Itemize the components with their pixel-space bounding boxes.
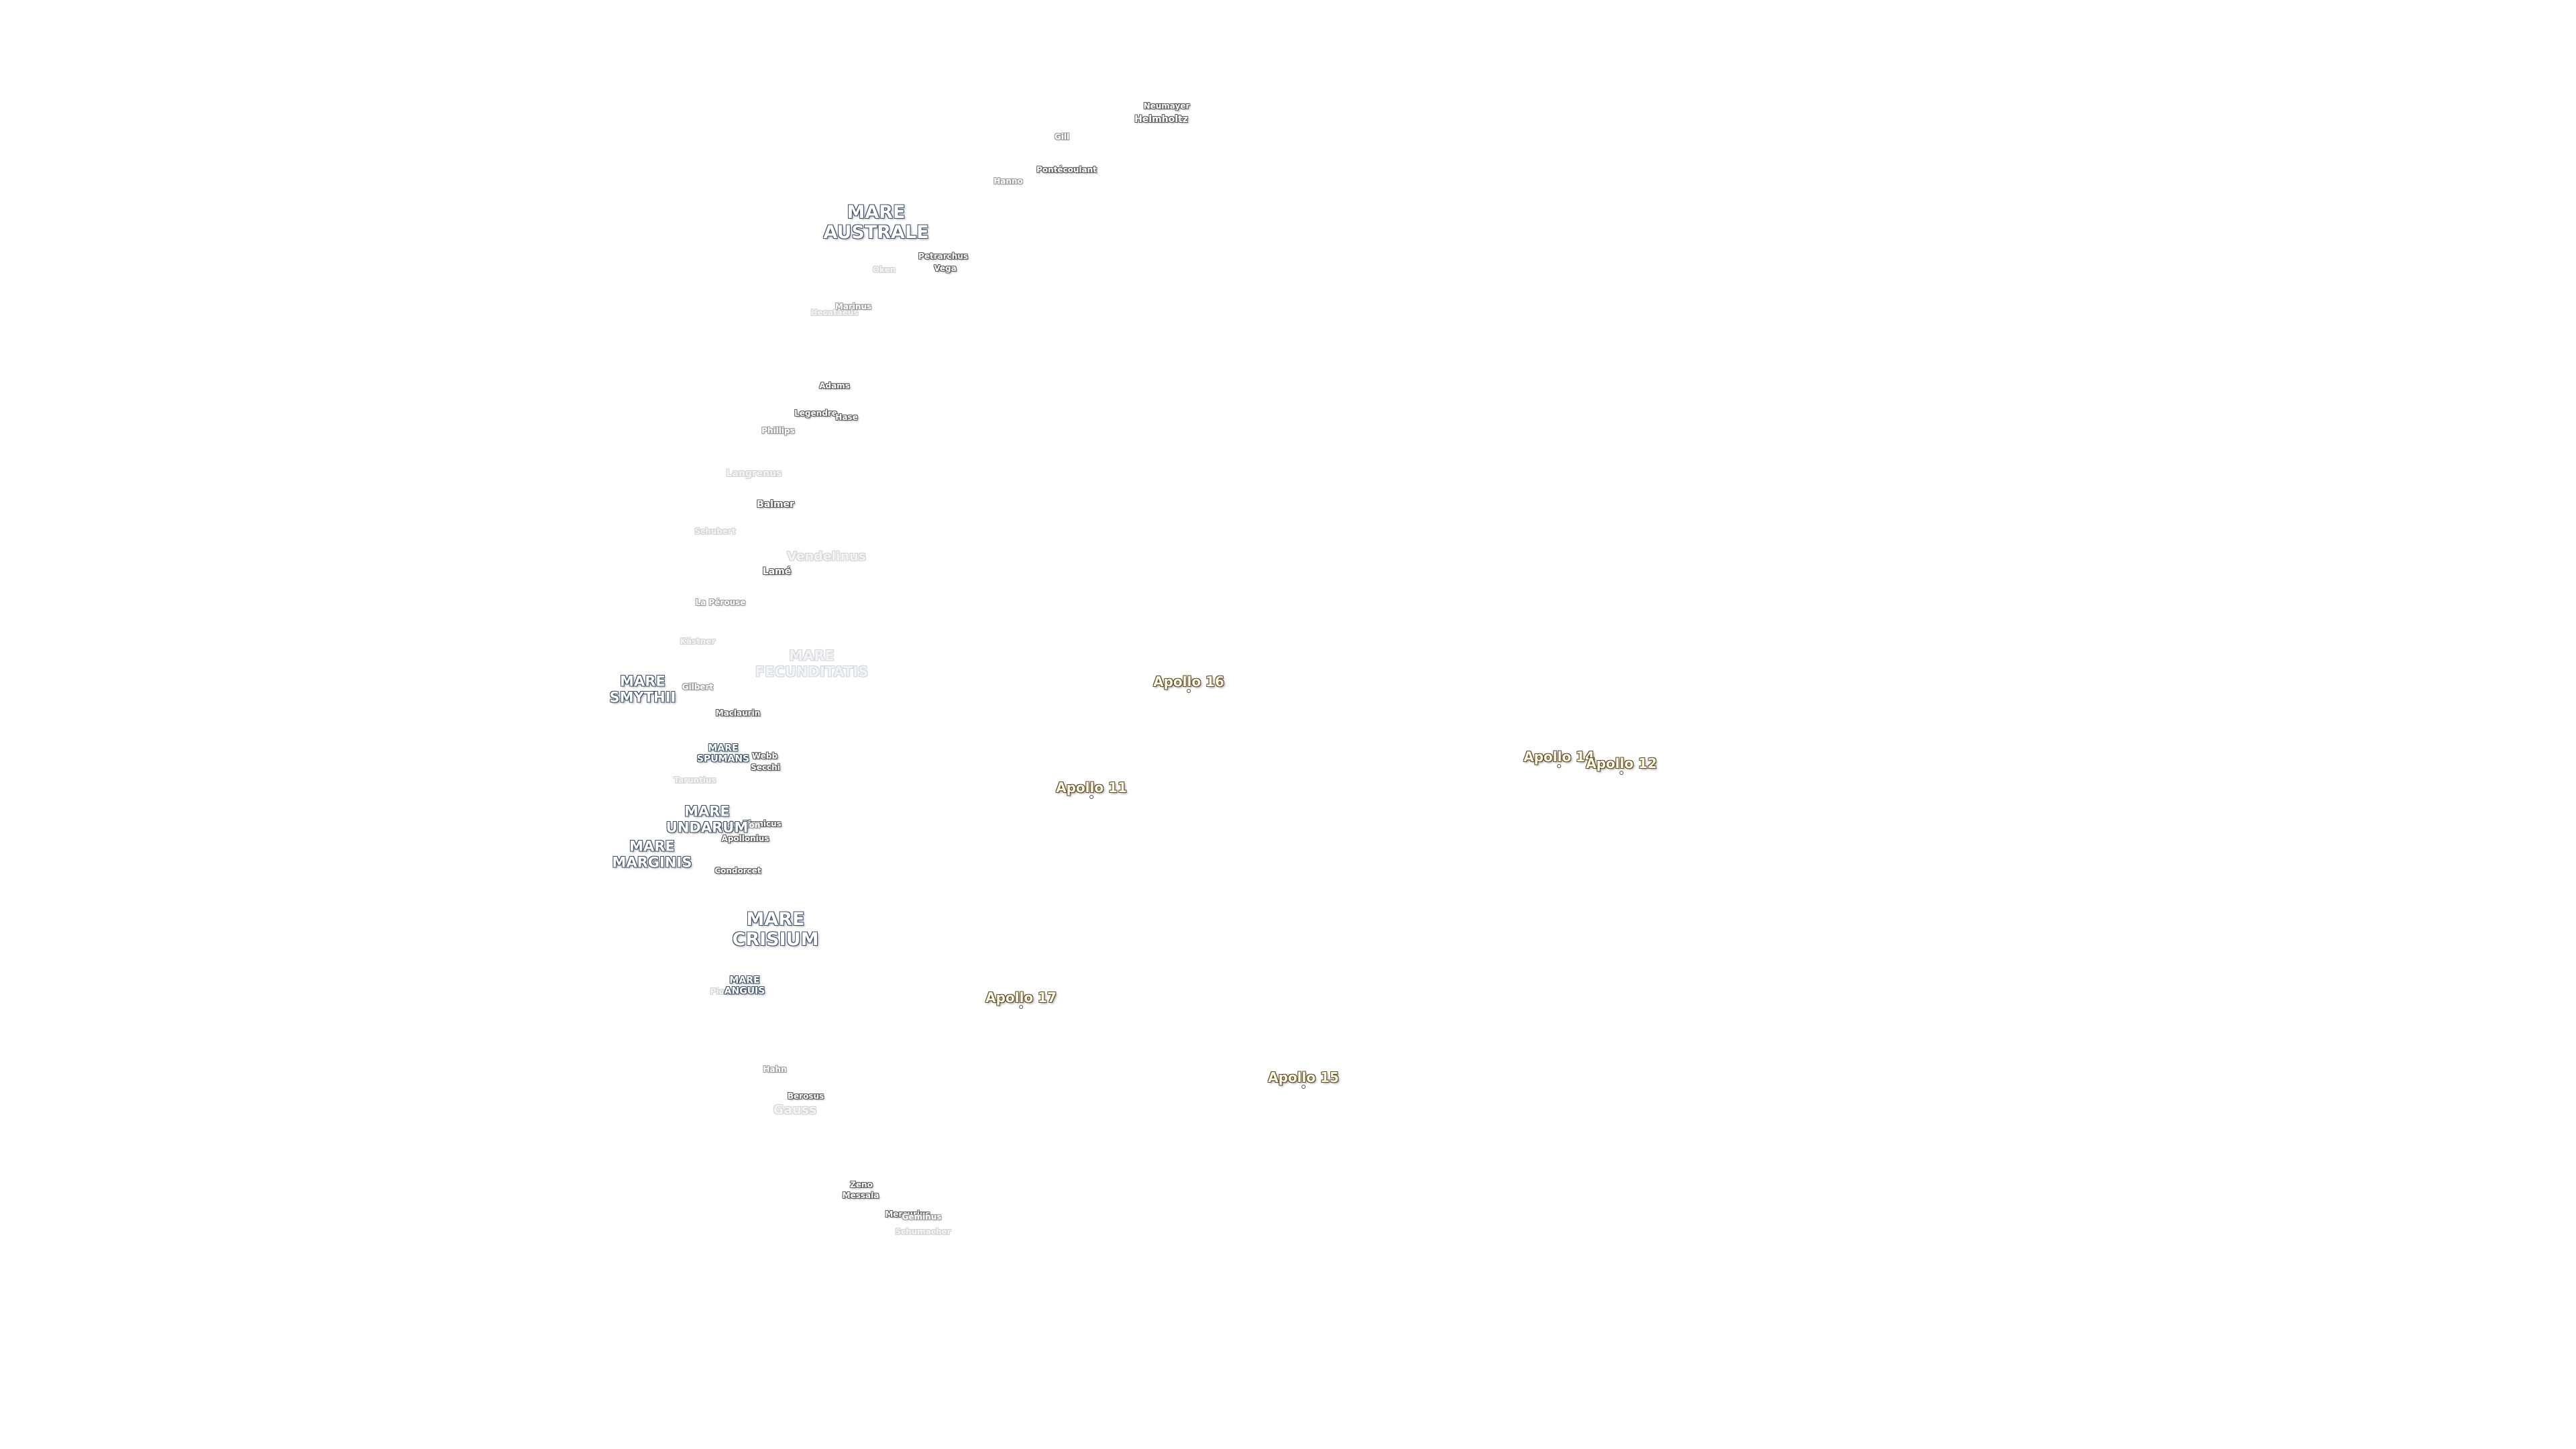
- crater-label-adams: Adams: [819, 381, 850, 390]
- landing-site-marker-icon[interactable]: [1020, 1006, 1022, 1008]
- crater-label-kastner: Kästner: [680, 637, 716, 646]
- mare-label-line: FECUNDITATIS: [755, 663, 869, 680]
- crater-label-firmicus: Firmicus: [743, 819, 782, 828]
- crater-label-petrarchus: Petrarchus: [918, 252, 968, 261]
- crater-label-hanno: Hanno: [994, 176, 1023, 186]
- mare-label-line: MARE: [684, 803, 730, 820]
- landing-site-apollo-14[interactable]: Apollo 14: [1523, 749, 1595, 767]
- crater-label-oken: Oken: [872, 265, 896, 274]
- crater-label-schubert: Schubert: [694, 527, 736, 536]
- mare-label-line: AUSTRALE: [823, 222, 929, 243]
- crater-label-langrenus: Langrenus: [726, 468, 782, 479]
- crater-label-berosus: Berosus: [787, 1091, 824, 1101]
- mare-label-line: MARE: [746, 908, 805, 930]
- mare-label-line: MARE: [620, 673, 665, 690]
- crater-label-marinus: Marinus: [835, 302, 872, 311]
- crater-label-phillips: Phillips: [761, 426, 795, 435]
- crater-label-lame: Lamé: [762, 566, 792, 577]
- mare-label-line: ANGUIS: [724, 985, 765, 996]
- landing-site-marker-icon[interactable]: [1302, 1085, 1305, 1088]
- landing-site-label: Apollo 15: [1268, 1069, 1339, 1085]
- crater-label-messala: Messala: [842, 1191, 879, 1200]
- crater-label-gill: Gill: [1054, 132, 1070, 142]
- mare-label-line: MARGINIS: [612, 854, 692, 870]
- landing-site-apollo-11[interactable]: Apollo 11: [1056, 780, 1127, 798]
- crater-label-helmholtz: Helmholtz: [1134, 114, 1188, 125]
- crater-label-apollonius: Apollonius: [721, 834, 769, 843]
- landing-site-label: Apollo 12: [1586, 755, 1657, 771]
- landing-site-apollo-17[interactable]: Apollo 17: [985, 989, 1057, 1008]
- crater-label-schumacher: Schumacher: [895, 1227, 951, 1236]
- landing-site-marker-icon[interactable]: [1090, 796, 1093, 798]
- mare-label-line: MARE: [847, 201, 906, 223]
- landing-site-apollo-15[interactable]: Apollo 15: [1268, 1069, 1339, 1088]
- landing-site-label: Apollo 17: [985, 989, 1057, 1006]
- crater-label-neumayer: Neumayer: [1143, 101, 1190, 111]
- landing-site-label: Apollo 14: [1523, 749, 1595, 765]
- crater-label-hase: Hase: [835, 413, 858, 422]
- crater-label-hecataeus: Hecataeus: [810, 308, 859, 317]
- mare-label-line: MARE: [708, 743, 739, 754]
- crater-label-hahn: Hahn: [763, 1065, 787, 1074]
- mare-label-line: MARE: [789, 647, 835, 664]
- crater-label-la-perouse: La Pérouse: [695, 598, 746, 607]
- landing-site-marker-icon[interactable]: [1187, 690, 1190, 692]
- crater-label-mercurius: Mercurius: [885, 1210, 930, 1219]
- landing-site-apollo-16[interactable]: Apollo 16: [1153, 674, 1224, 692]
- crater-label-zeno: Zeno: [850, 1180, 873, 1189]
- crater-label-legendre: Legendre: [794, 409, 837, 418]
- crater-label-vega: Vega: [934, 264, 957, 273]
- landing-site-apollo-12[interactable]: Apollo 12: [1586, 755, 1657, 774]
- crater-label-endymion: Endymion: [715, 820, 761, 830]
- crater-label-condorcet: Condorcet: [714, 866, 761, 875]
- crater-label-gilbert: Gilbert: [682, 682, 714, 692]
- landing-site-label: Apollo 11: [1056, 780, 1127, 796]
- mare-label-line: SPUMANS: [696, 753, 750, 764]
- landing-site-marker-icon[interactable]: [1558, 765, 1560, 767]
- crater-label-maclaurin: Maclaurin: [715, 708, 761, 718]
- crater-label-secchi: Secchi: [751, 763, 780, 772]
- mare-label-line: SMYTHII: [609, 689, 676, 705]
- crater-label-pontecoulant: Pontécoulant: [1036, 165, 1097, 174]
- mare-label-line: UNDARUM: [665, 819, 749, 835]
- crater-label-geminus: Geminus: [902, 1212, 942, 1222]
- crater-label-vendelinus-crater: Vendelinus: [787, 549, 866, 564]
- mare-label-line: CRISIUM: [732, 929, 819, 950]
- landing-site-label: Apollo 16: [1153, 674, 1224, 690]
- landing-site-marker-icon[interactable]: [1620, 771, 1623, 774]
- crater-label-gauss: Gauss: [773, 1102, 817, 1118]
- crater-label-taruntius: Taruntius: [674, 775, 716, 785]
- crater-label-webb: Webb: [751, 751, 778, 761]
- crater-label-picard: Picard: [710, 987, 739, 996]
- mare-label-line: MARE: [629, 838, 675, 855]
- crater-label-balmer: Balmer: [757, 499, 794, 510]
- mare-label-line: MARE: [729, 975, 760, 986]
